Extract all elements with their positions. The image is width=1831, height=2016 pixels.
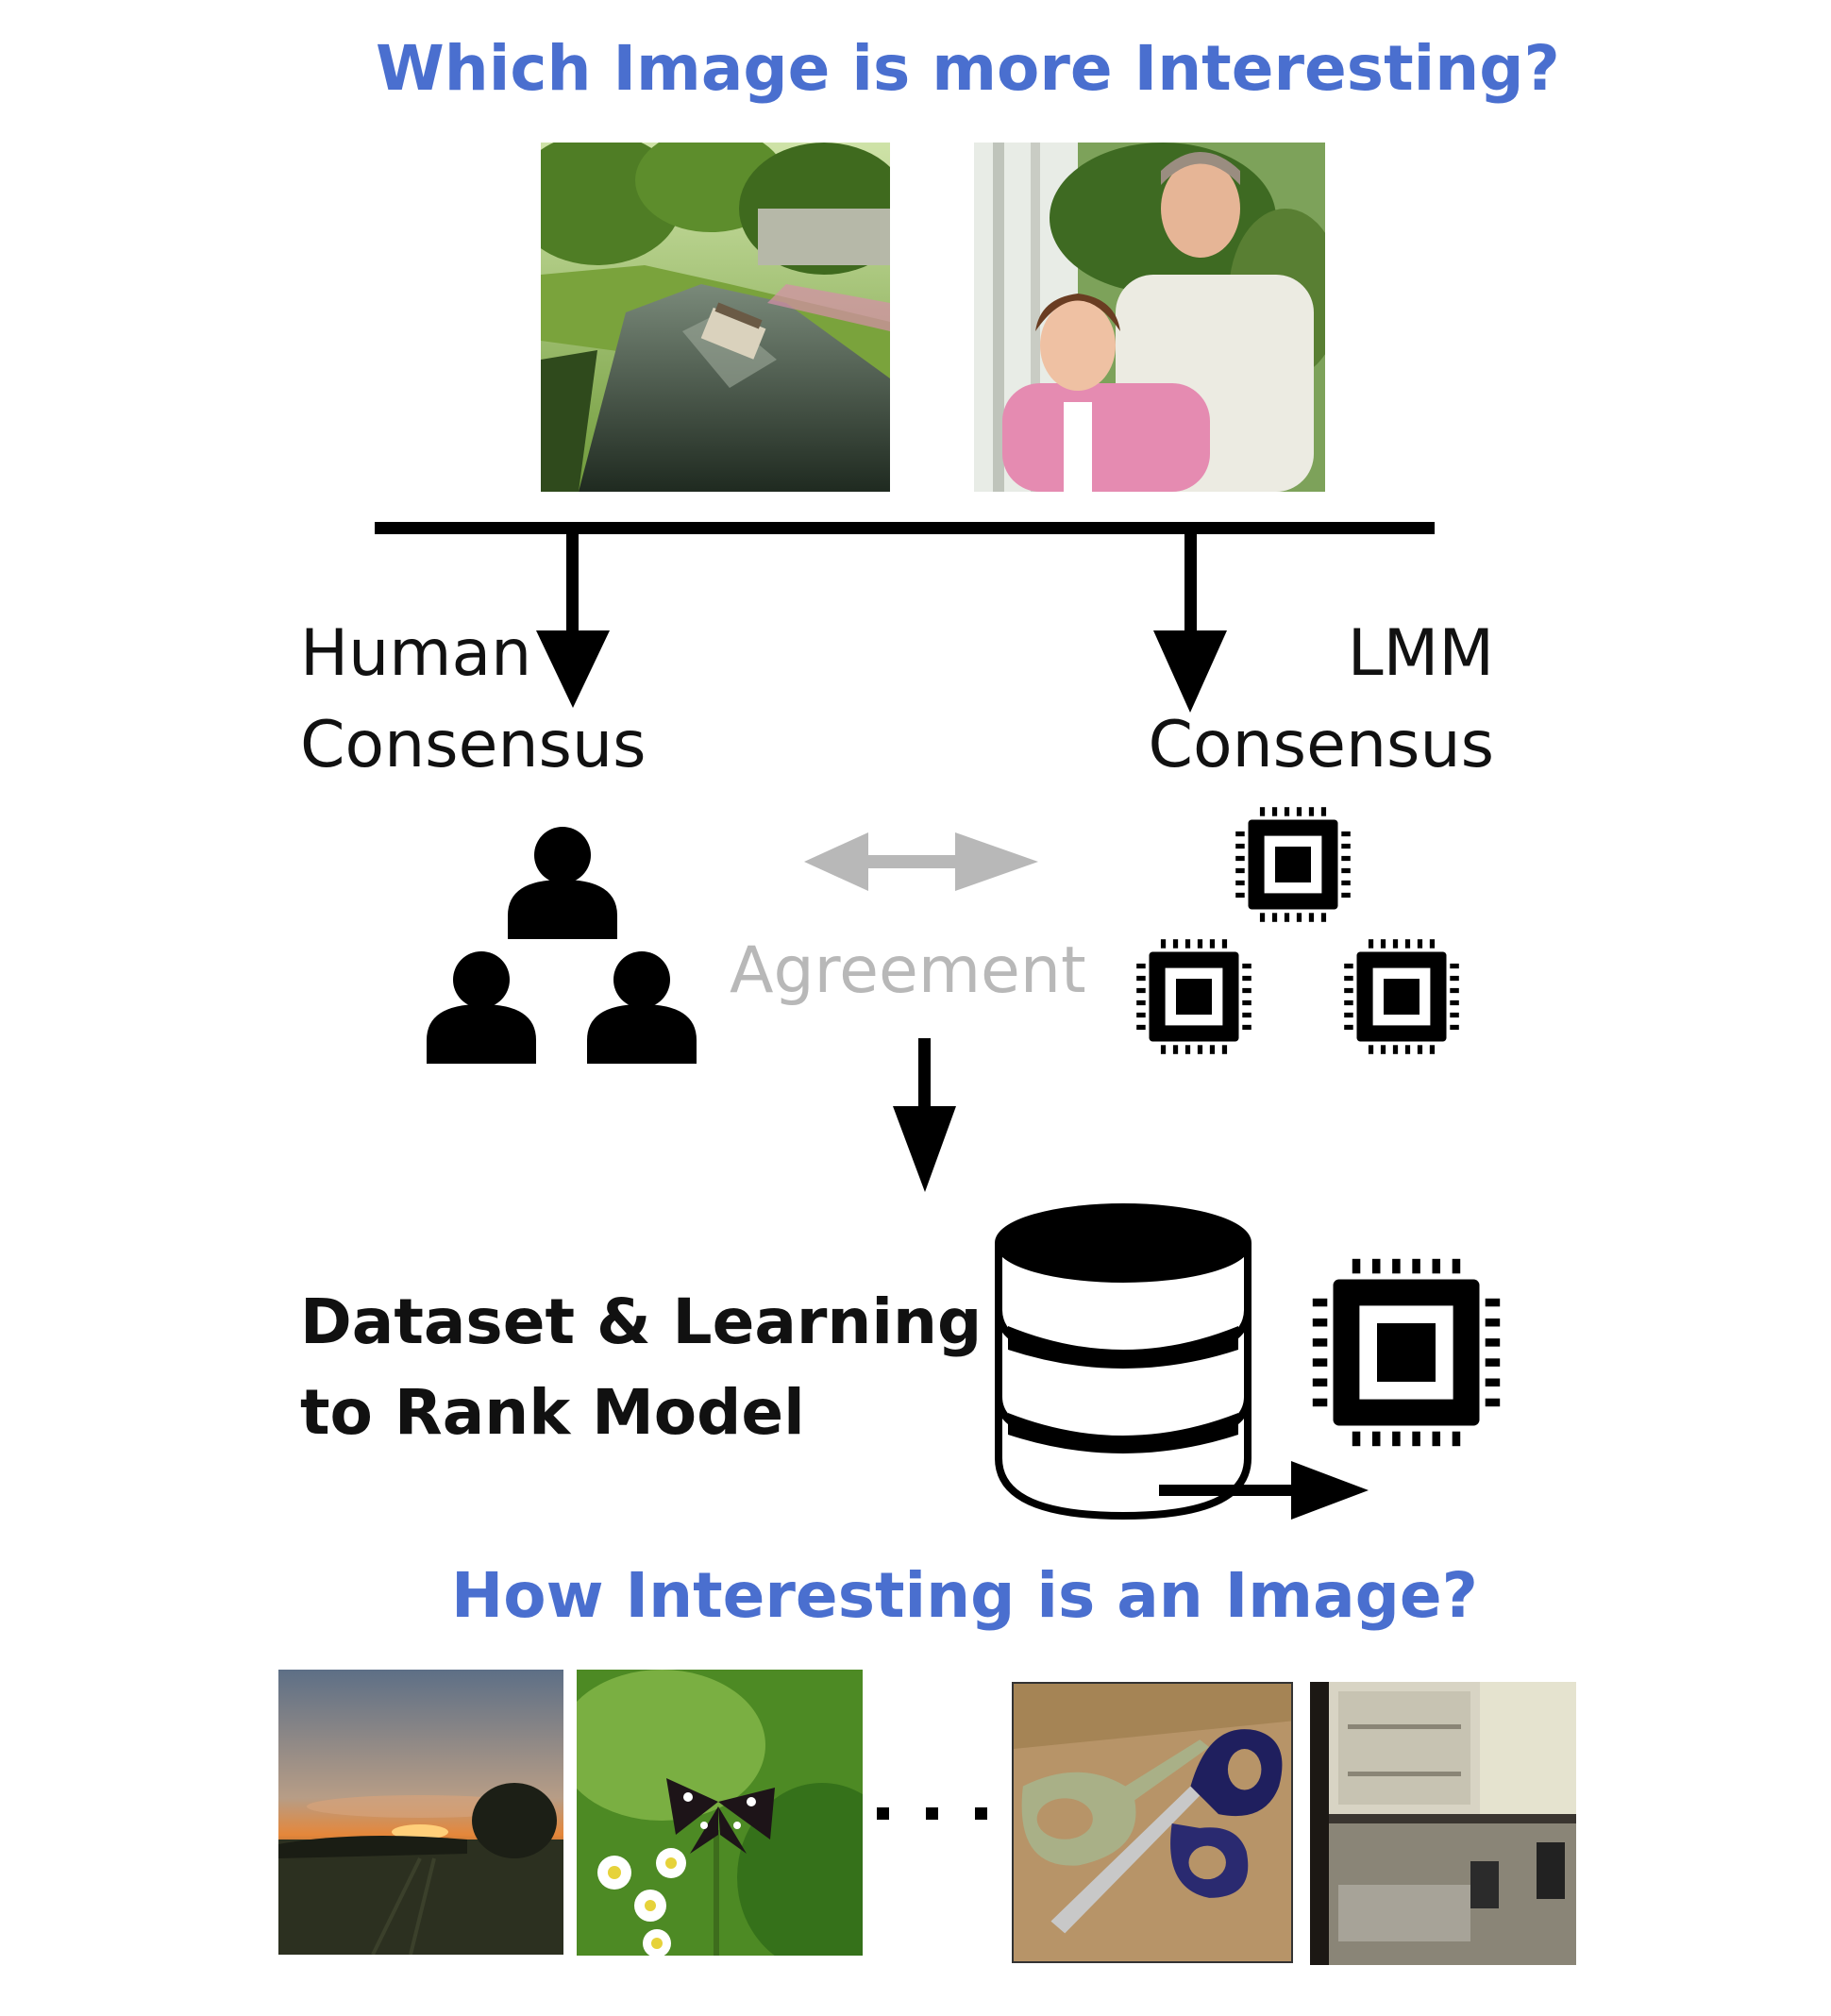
lmm-arrow-head [1153, 630, 1227, 713]
dataset-arrow-head [893, 1106, 956, 1192]
title-bottom: How Interesting is an Image? [451, 1559, 1478, 1632]
chip-icon-top [1235, 807, 1351, 922]
people-icon [427, 827, 697, 1064]
photo-butterfly [577, 1670, 863, 1956]
chip-icon-model [1312, 1258, 1501, 1447]
chip-icon-left [1136, 939, 1251, 1054]
model-arrow-shaft [1159, 1485, 1301, 1496]
lmm-label-line2: Consensus [1148, 708, 1495, 782]
photo-couple [974, 143, 1325, 492]
lmm-arrow-shaft [1184, 529, 1197, 642]
human-arrow-shaft [566, 529, 579, 642]
photo-canal-boat [541, 143, 890, 492]
lmm-label-line1: LMM [1347, 616, 1494, 691]
dataset-label-line1: Dataset & Learning [300, 1285, 983, 1358]
human-label-line2: Consensus [300, 708, 647, 782]
title-top: Which Image is more Interesting? [376, 32, 1560, 105]
photo-scissors [1012, 1682, 1293, 1963]
photo-kitchen [1310, 1682, 1576, 1965]
dataset-label-line2: to Rank Model [300, 1376, 805, 1449]
human-label-line1: Human [300, 616, 532, 691]
database-icon [995, 1203, 1251, 1520]
photo-sunset-field [278, 1670, 563, 1955]
split-bar [375, 522, 1435, 534]
agreement-double-arrow [804, 832, 1038, 891]
model-arrow-head [1291, 1461, 1369, 1520]
agreement-label: Agreement [730, 933, 1086, 1008]
chip-icon-right [1344, 939, 1459, 1054]
human-arrow-head [536, 630, 610, 708]
